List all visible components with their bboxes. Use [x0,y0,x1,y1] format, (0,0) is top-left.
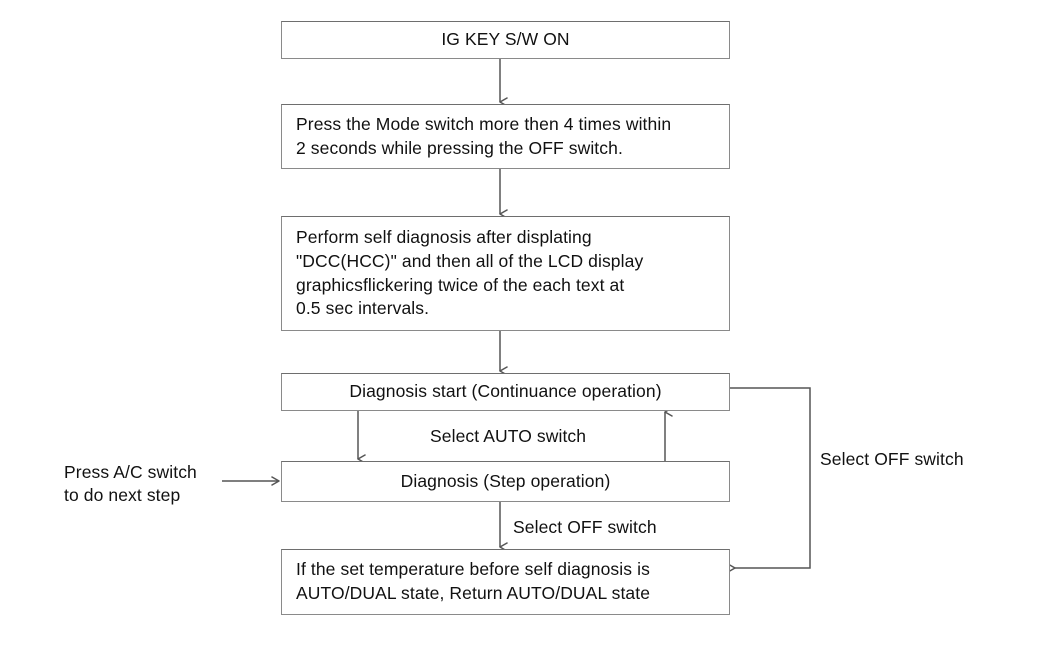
node-ig-key: IG KEY S/W ON [281,21,730,59]
node-return-state: If the set temperature before self diagn… [281,549,730,615]
node-diagnosis-start: Diagnosis start (Continuance operation) [281,373,730,411]
edge-label-select-off-switch-down: Select OFF switch [513,517,657,537]
edge-label-select-auto-switch: Select AUTO switch [430,426,587,446]
node-return-state-label: If the set temperature before self diagn… [296,559,651,603]
node-diagnosis-step: Diagnosis (Step operation) [281,461,730,502]
edge-label-select-off-switch-right: Select OFF switch [820,449,964,469]
node-diagnosis-step-label: Diagnosis (Step operation) [400,470,611,491]
node-press-mode-label: Press the Mode switch more then 4 times … [296,113,672,158]
node-ig-key-label: IG KEY S/W ON [441,29,570,50]
node-perform-self-diagnosis: Perform self diagnosis after displating … [281,216,730,331]
edge-label-press-ac-switch: Press A/C switch to do next step [64,462,197,506]
node-perform-self-diagnosis-label: Perform self diagnosis after displating … [296,226,644,319]
node-press-mode: Press the Mode switch more then 4 times … [281,104,730,169]
connector-diagnosisstart-to-returnstate [727,387,811,573]
node-diagnosis-start-label: Diagnosis start (Continuance operation) [349,381,662,402]
